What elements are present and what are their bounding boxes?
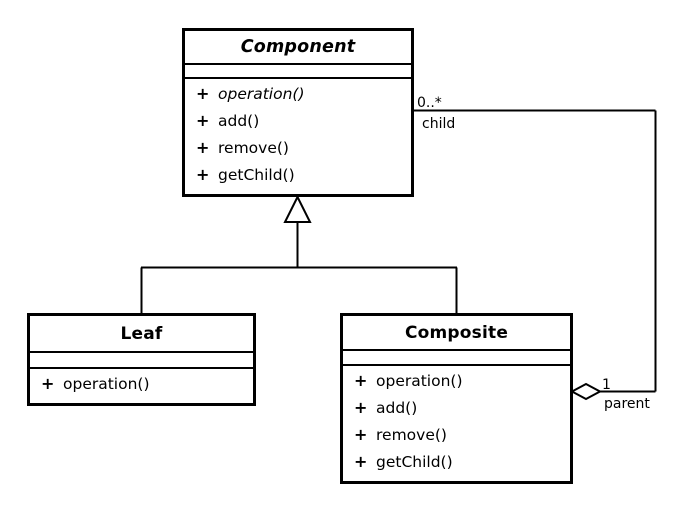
operation-label: operation() xyxy=(63,375,150,393)
operation-row: + operation() xyxy=(30,376,253,403)
association-role-parent: parent xyxy=(604,396,650,412)
operation-label: getChild() xyxy=(376,453,453,471)
visibility-marker: + xyxy=(354,371,368,390)
operation-row: + add() xyxy=(185,113,411,140)
operations-compartment-component: + operation() + add() + remove() + getCh… xyxy=(185,79,411,194)
class-box-leaf[interactable]: Leaf + operation() xyxy=(27,313,256,406)
generalization-arrowhead-triangle xyxy=(283,194,312,223)
generalization-tree xyxy=(140,194,458,314)
operation-row: + add() xyxy=(343,400,570,427)
attributes-compartment-component xyxy=(185,65,411,79)
visibility-marker: + xyxy=(354,398,368,417)
association-role-child: child xyxy=(422,116,456,132)
visibility-marker: + xyxy=(196,165,210,184)
operation-row: + getChild() xyxy=(185,167,411,194)
class-name-leaf: Leaf xyxy=(30,316,253,353)
visibility-marker: + xyxy=(354,452,368,471)
operations-compartment-composite: + operation() + add() + remove() + getCh… xyxy=(343,366,570,481)
operation-label: operation() xyxy=(218,85,305,103)
association-multiplicity-child: 0..* xyxy=(417,95,442,111)
aggregation-diamond xyxy=(569,382,603,401)
operation-row: + operation() xyxy=(343,373,570,400)
operation-row: + getChild() xyxy=(343,454,570,481)
attributes-compartment-composite xyxy=(343,351,570,366)
operation-row: + remove() xyxy=(185,140,411,167)
operation-label: getChild() xyxy=(218,166,295,184)
visibility-marker: + xyxy=(41,374,55,393)
operation-label: add() xyxy=(218,112,260,130)
operation-label: remove() xyxy=(218,139,289,157)
visibility-marker: + xyxy=(196,84,210,103)
operation-row: + remove() xyxy=(343,427,570,454)
attributes-compartment-leaf xyxy=(30,353,253,369)
class-name-component: Component xyxy=(185,31,411,65)
operation-label: remove() xyxy=(376,426,447,444)
visibility-marker: + xyxy=(196,111,210,130)
visibility-marker: + xyxy=(354,425,368,444)
operations-compartment-leaf: + operation() xyxy=(30,369,253,403)
association-multiplicity-parent: 1 xyxy=(602,377,611,393)
class-box-composite[interactable]: Composite + operation() + add() + remove… xyxy=(340,313,573,484)
class-name-composite: Composite xyxy=(343,316,570,352)
class-box-component[interactable]: Component + operation() + add() + remove… xyxy=(182,28,414,197)
operation-row: + operation() xyxy=(185,86,411,113)
operation-label: add() xyxy=(376,399,418,417)
operation-label: operation() xyxy=(376,372,463,390)
visibility-marker: + xyxy=(196,138,210,157)
